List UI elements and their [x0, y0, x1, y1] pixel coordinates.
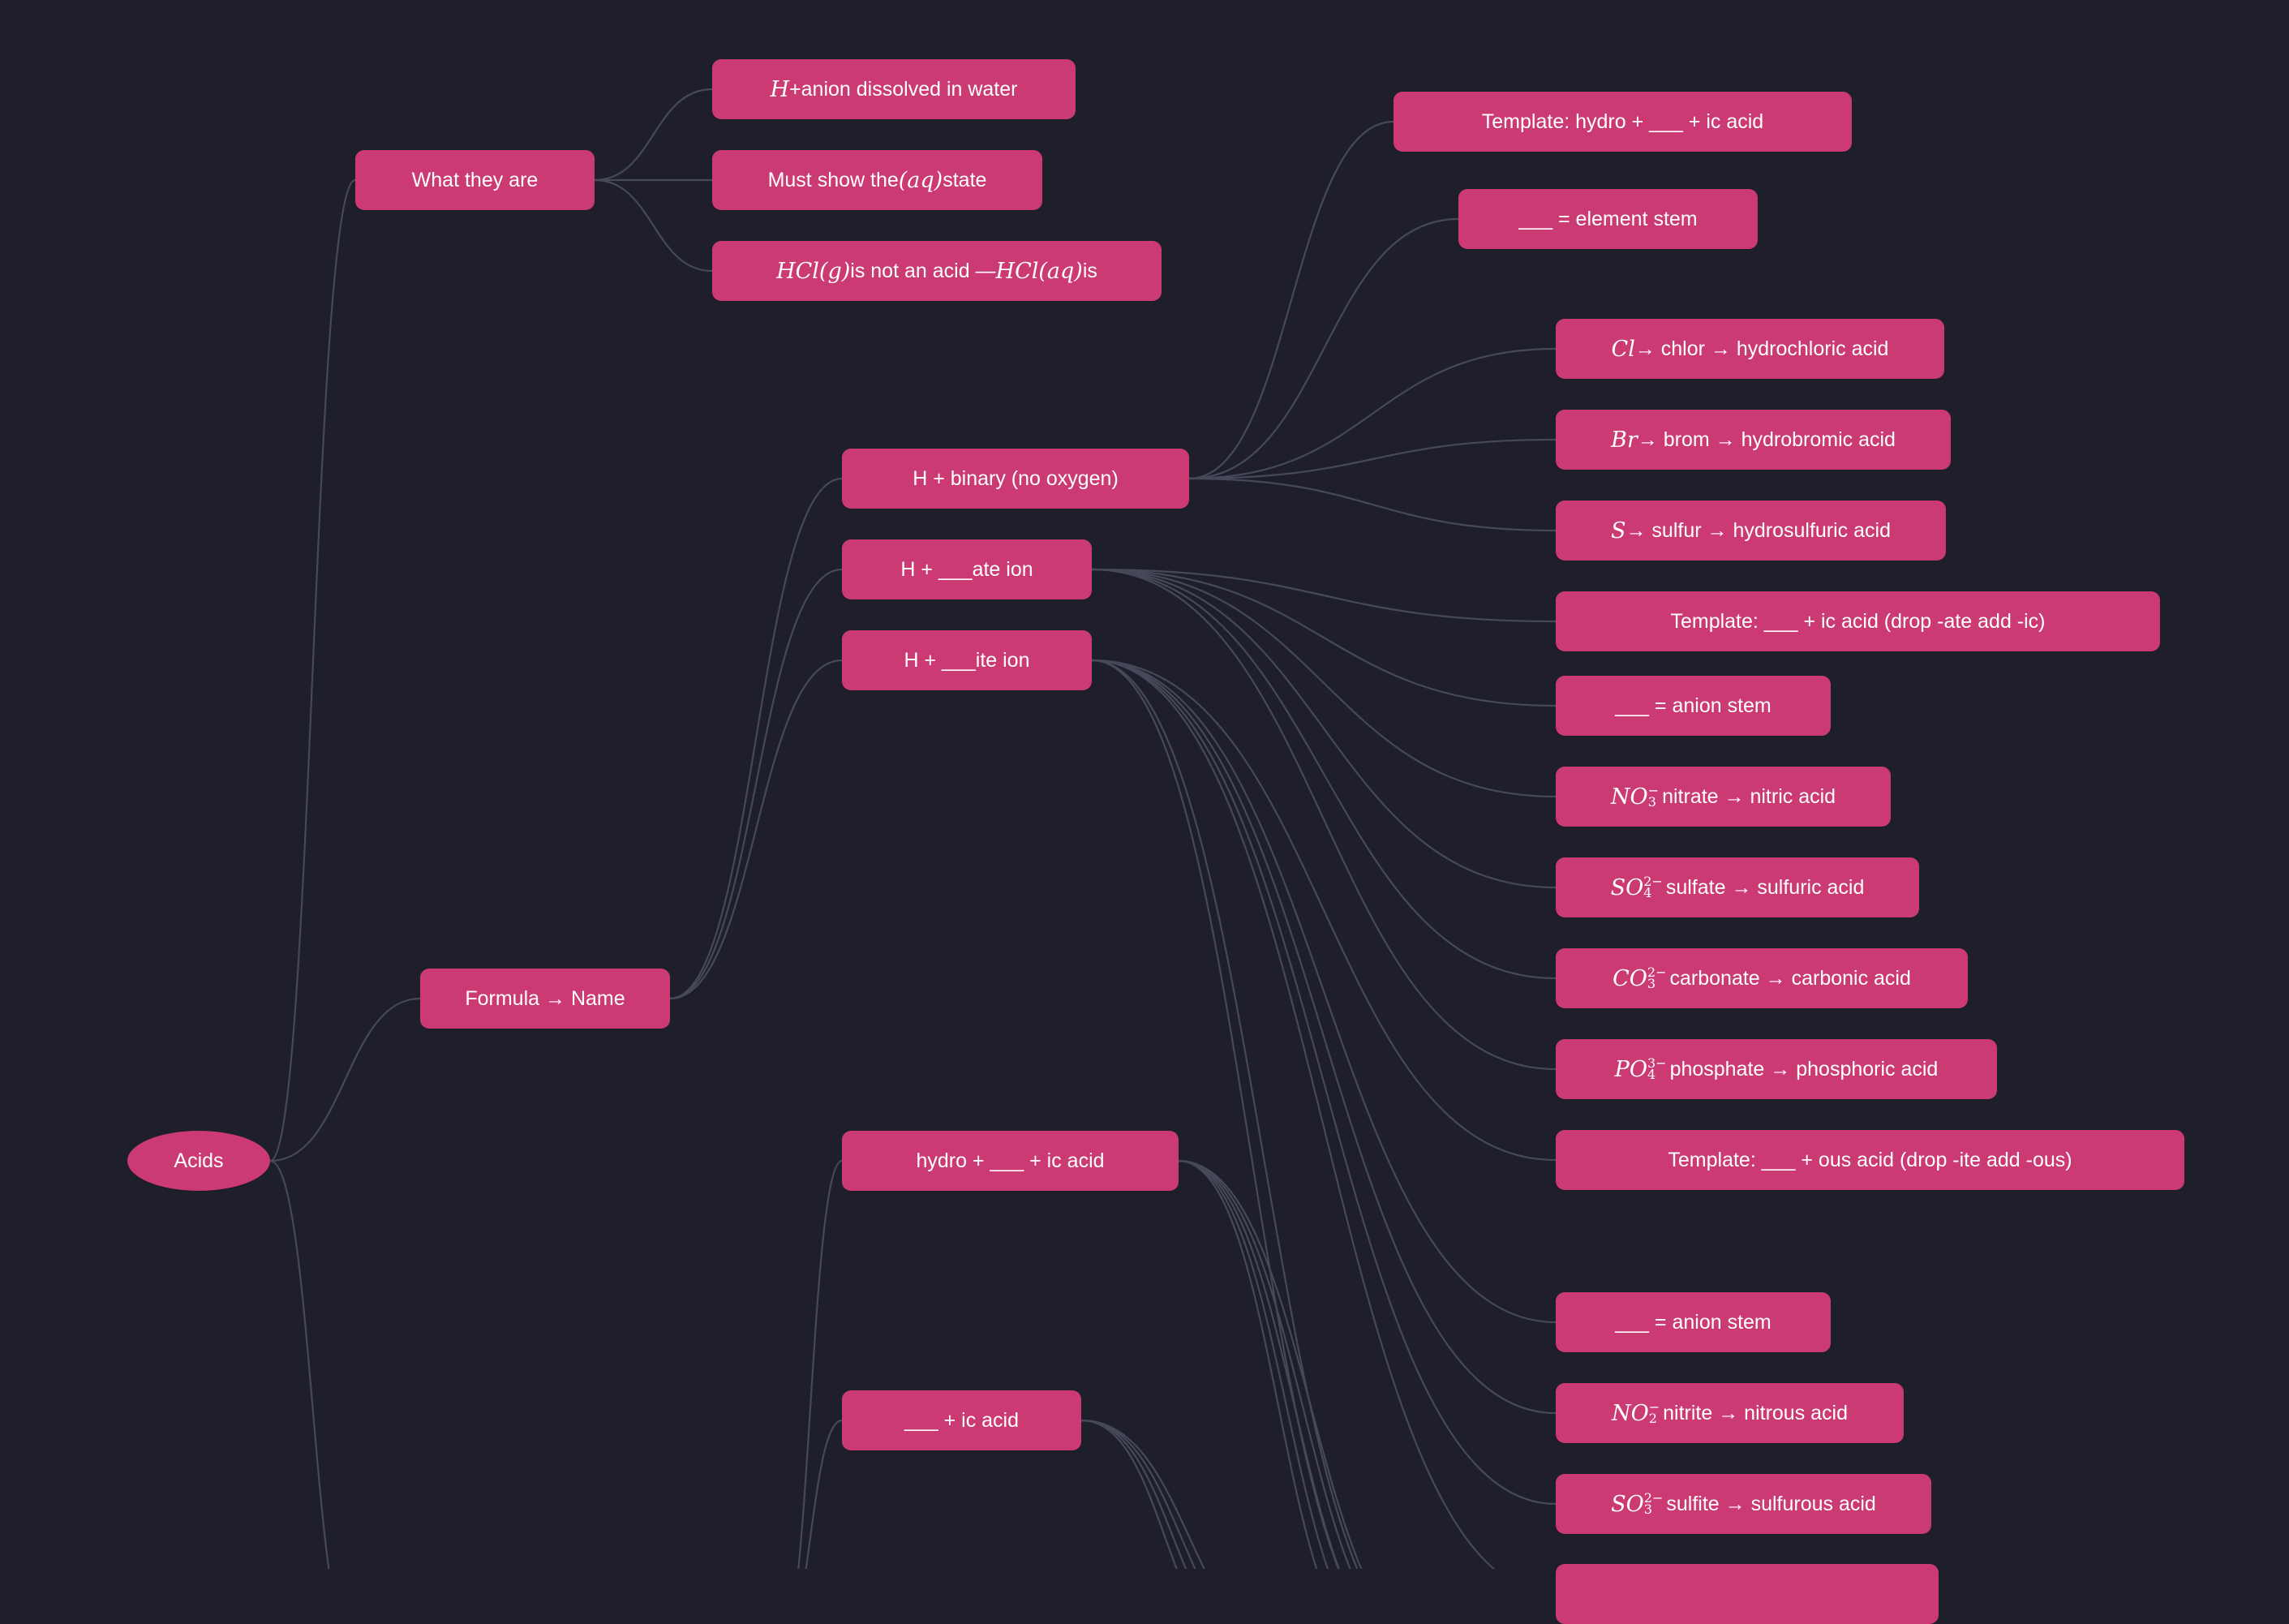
node-label: ___ = element stem: [1518, 207, 1698, 230]
mind-map-canvas: Acids What they are Formula → Name H+ an…: [127, 59, 2184, 1624]
node-label: Template: hydro + ___ + ic acid: [1481, 110, 1764, 133]
node-h-ite-ion[interactable]: H + ___ite ion: [842, 630, 1092, 690]
node-label: H + binary (no oxygen): [913, 466, 1119, 490]
node-label: anion dissolved in water: [801, 77, 1018, 101]
connector-line: [1091, 568, 1557, 1071]
node-h-anion-dissolved[interactable]: H+ anion dissolved in water: [712, 59, 1076, 119]
node-label: H + ___ite ion: [904, 648, 1030, 672]
node-label: Formula → Name: [465, 986, 625, 1010]
connector-line: [594, 178, 713, 273]
connector-line: [594, 88, 713, 182]
node-anion-stem[interactable]: ___ = anion stem: [1556, 1292, 1831, 1352]
node-partially-visible[interactable]: [1556, 1564, 1939, 1624]
connector-line: [669, 477, 843, 1000]
connector-line: [669, 568, 843, 1000]
node-hcl-not-acid[interactable]: HCl(g)is not an acid — HCl(aq)is: [712, 241, 1162, 301]
connector-line: [269, 178, 356, 1162]
node-template-hydro[interactable]: Template: hydro + ___ + ic acid: [1394, 92, 1852, 152]
node-label: Template: ___ + ous acid (drop -ite add …: [1668, 1148, 2072, 1171]
node-element-stem[interactable]: ___ = element stem: [1458, 189, 1758, 249]
connector-line: [1091, 659, 1496, 1569]
connector-line: [1091, 659, 1359, 1569]
connector-line: [1188, 120, 1394, 480]
connector-line: [1080, 1419, 1205, 1569]
connector-line: [805, 1419, 843, 1569]
node-cl-hydrochloric[interactable]: Cl→ chlor → hydrochloric acid: [1556, 319, 1944, 379]
node-label: Acids: [174, 1149, 224, 1172]
connector-line: [1178, 1159, 1363, 1569]
connector-line: [1091, 568, 1557, 889]
connector-line: [1091, 659, 1557, 1506]
node-label: Template: ___ + ic acid (drop -ate add -…: [1670, 609, 2046, 633]
node-label: H + ___ate ion: [900, 557, 1033, 581]
connector-line: [1091, 568, 1557, 707]
node-anion-stem[interactable]: ___ = anion stem: [1556, 676, 1831, 736]
node-label: hydro + ___ + ic acid: [916, 1149, 1105, 1172]
node-label: What they are: [411, 168, 539, 191]
connector-line: [797, 1159, 843, 1569]
connector-line: [669, 659, 843, 1000]
connector-line: [1080, 1419, 1196, 1569]
node-what-they-are[interactable]: What they are: [355, 150, 595, 210]
node-must-show-aq[interactable]: Must show the(aq)state: [712, 150, 1042, 210]
node-formula-to-name[interactable]: Formula → Name: [420, 969, 670, 1029]
node-template-ic[interactable]: Template: ___ + ic acid (drop -ate add -…: [1556, 591, 2160, 651]
node-label: ___ = anion stem: [1615, 1310, 1772, 1334]
connector-line: [1178, 1159, 1340, 1569]
connector-line: [1188, 347, 1557, 480]
connector-line: [269, 997, 421, 1162]
connector-line: [1091, 568, 1557, 798]
connector-line: [1188, 217, 1459, 480]
node-ic-acid[interactable]: ___ + ic acid: [842, 1390, 1081, 1450]
connector-layer: [269, 88, 1557, 1569]
node-hydro-ic-acid[interactable]: hydro + ___ + ic acid: [842, 1131, 1179, 1191]
connector-line: [1091, 659, 1557, 1324]
connector-line: [1091, 659, 1340, 1569]
connector-line: [269, 1159, 330, 1569]
node-label: ___ = anion stem: [1615, 694, 1772, 717]
connector-line: [1188, 477, 1557, 532]
node-br-hydrobromic[interactable]: Br→ brom → hydrobromic acid: [1556, 410, 1951, 470]
connector-line: [1188, 438, 1557, 480]
connector-line: [1178, 1159, 1351, 1569]
connector-line: [1091, 659, 1557, 1162]
node-h-ate-ion[interactable]: H + ___ate ion: [842, 539, 1092, 599]
connector-line: [1178, 1159, 1318, 1569]
connector-line: [1091, 659, 1557, 1415]
node-label: ___ + ic acid: [904, 1408, 1020, 1432]
connector-line: [1091, 568, 1557, 623]
connector-line: [1080, 1419, 1187, 1569]
connector-line: [1080, 1419, 1178, 1569]
node-h-binary[interactable]: H + binary (no oxygen): [842, 449, 1189, 509]
connector-line: [1178, 1159, 1329, 1569]
root-node-acids[interactable]: Acids: [127, 1131, 270, 1191]
connector-line: [1091, 568, 1557, 980]
node-s-hydrosulfuric[interactable]: S→ sulfur → hydrosulfuric acid: [1556, 501, 1946, 561]
node-template-ous[interactable]: Template: ___ + ous acid (drop -ite add …: [1556, 1130, 2184, 1190]
